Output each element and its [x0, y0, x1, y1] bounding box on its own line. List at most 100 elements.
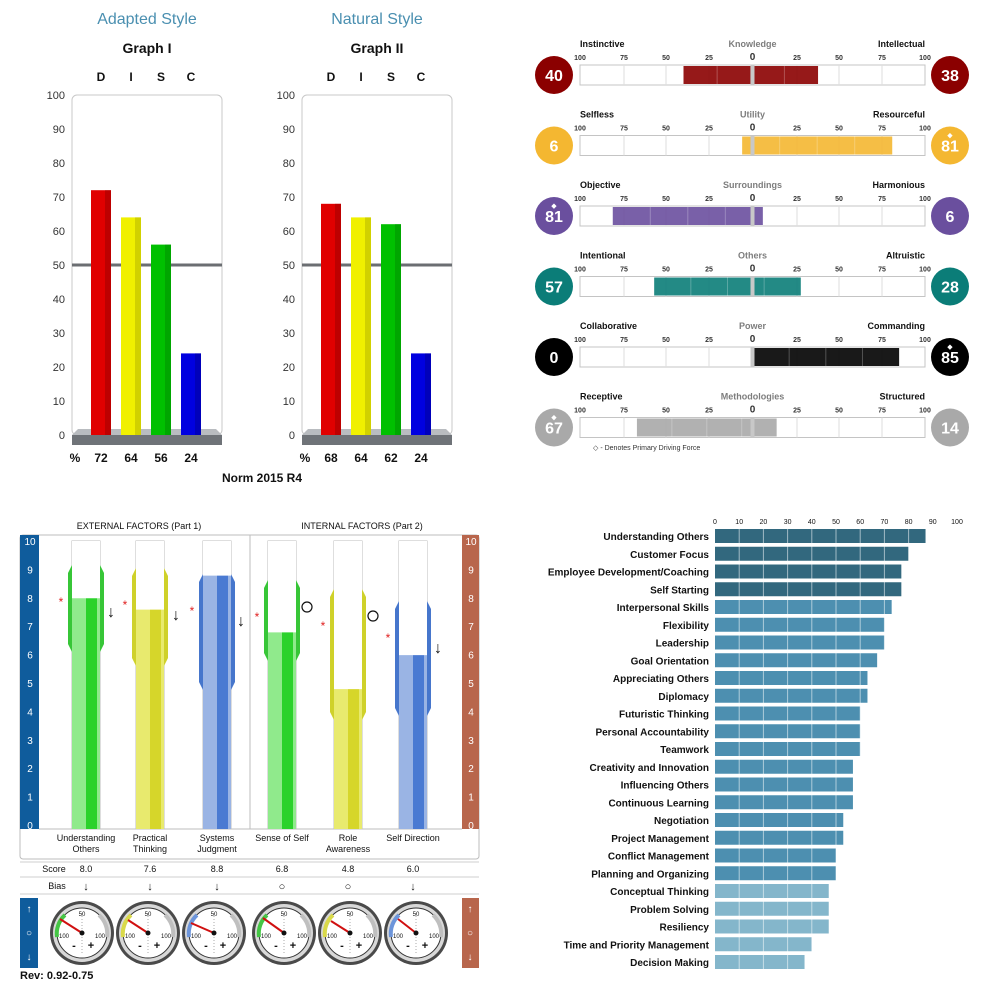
motivator-left-score-circle [535, 56, 573, 94]
gauge-hub [211, 930, 217, 936]
y-tick-label: 30 [283, 328, 295, 340]
percent-symbol: % [70, 451, 81, 465]
gauge-top-label: 50 [413, 912, 420, 918]
motivator-right-label: Resourceful [873, 110, 925, 120]
y-tick-label: 30 [53, 328, 65, 340]
motivator-scale-tick: 75 [620, 196, 628, 203]
disc-bar-shade [365, 217, 371, 435]
motivator-scale-tick: 25 [793, 55, 801, 62]
motivator-right-score: 81 [941, 139, 959, 156]
motivator-scale-tick: 75 [878, 55, 886, 62]
competency-bar [715, 813, 844, 827]
disc-bar-shade [195, 353, 201, 435]
acumen-right-scale-label: 4 [468, 707, 474, 718]
motivator-center-marker [750, 417, 755, 438]
competency-axis-tick: 60 [856, 519, 864, 526]
motivator-scale-tick: 25 [793, 126, 801, 133]
motivator-right-label: Harmonious [872, 180, 925, 190]
motivator-scale-tick: 50 [835, 55, 843, 62]
motivator-left-score: 0 [550, 350, 559, 367]
acumen-column-label: Systems [200, 833, 235, 843]
gauge-left-label: 100 [327, 934, 338, 940]
gauge-needle [190, 922, 215, 934]
acumen-right-scale-label: 3 [468, 736, 474, 747]
acumen-star-icon: * [386, 631, 391, 645]
acumen-star-icon: * [59, 595, 64, 609]
acumen-left-scale-label: 4 [27, 707, 33, 718]
motivator-scale-tick: 75 [878, 126, 886, 133]
motivator-right-score-circle [931, 126, 969, 165]
motivator-bar [612, 207, 763, 225]
competency-label: Personal Accountability [595, 727, 709, 738]
disc-category-label: I [129, 70, 132, 84]
motivator-scale-tick: 25 [793, 408, 801, 415]
internal-factors-header: INTERNAL FACTORS (Part 2) [301, 521, 423, 531]
gauge-accent-arc [120, 913, 133, 938]
acumen-left-scale-label: 7 [27, 622, 33, 633]
motivator-left-score: 6 [550, 139, 559, 156]
motivator-scale-tick: 50 [835, 196, 843, 203]
motivator-left-score-circle [535, 126, 573, 165]
motivator-scale-tick: 50 [662, 126, 670, 133]
motivator-name: Knowledge [728, 39, 776, 49]
gauge-minus-icon: - [406, 940, 410, 952]
disc-category-label: D [97, 70, 106, 84]
acumen-column-label: Thinking [133, 844, 167, 854]
acumen-column-empty [334, 541, 362, 689]
motivator-right-label: Intellectual [878, 39, 925, 49]
disc-bar-shade [135, 217, 141, 435]
disc-percent-value: 56 [154, 451, 168, 465]
acumen-bias-symbol: ↓ [147, 881, 153, 893]
gauge-minus-icon: - [204, 940, 208, 952]
gauge-accent-arc [186, 913, 199, 938]
acumen-left-scale-label: 10 [24, 537, 36, 548]
y-tick-label: 100 [277, 90, 295, 102]
competency-label: Resiliency [660, 923, 710, 934]
motivator-left-score-circle [535, 408, 573, 447]
driving-force-diamond-icon: ◆ [551, 203, 557, 210]
motivator-scale-tick: 100 [919, 55, 931, 62]
competency-label: Problem Solving [630, 905, 709, 916]
disc-percent-value: 24 [414, 451, 428, 465]
competency-bar [715, 919, 829, 934]
motivator-scale-tick: 100 [574, 55, 586, 62]
disc-bar-shade [425, 353, 431, 435]
y-tick-label: 0 [59, 430, 65, 442]
disc-bar-shade [395, 224, 401, 435]
competency-bar [715, 955, 805, 969]
competency-label: Interpersonal Skills [617, 603, 710, 614]
graph-title: Graph II [351, 40, 404, 56]
competency-bar [715, 901, 829, 916]
motivator-scale-tick: 25 [705, 55, 713, 62]
gauge-plus-icon: + [356, 940, 362, 952]
disc-percent-value: 64 [354, 451, 368, 465]
motivator-bar [636, 418, 777, 437]
competency-bar [715, 795, 853, 810]
competency-bar [715, 564, 902, 579]
acumen-column-label: Awareness [326, 844, 371, 854]
competency-axis-tick: 50 [832, 519, 840, 526]
external-factors-header: EXTERNAL FACTORS (Part 1) [77, 521, 202, 531]
motivator-scale-tick: 75 [878, 267, 886, 274]
competency-axis-tick: 10 [735, 519, 743, 526]
motivator-scale-tick: 100 [574, 267, 586, 274]
acumen-bias-symbol: ↓ [410, 881, 416, 893]
disc-category-label: S [387, 70, 395, 84]
acumen-column-empty [72, 541, 100, 598]
competency-axis-tick: 70 [881, 519, 889, 526]
acumen-right-scale-label: 7 [468, 622, 474, 633]
motivator-scale-tick: 100 [574, 196, 586, 203]
competency-bar [715, 848, 836, 863]
acumen-column-label: Understanding [57, 833, 116, 843]
acumen-column-label: Others [72, 844, 100, 854]
motivator-scale-tick: 75 [878, 337, 886, 344]
competency-label: Leadership [656, 639, 709, 650]
acumen-left-scale-label: 9 [27, 565, 33, 576]
